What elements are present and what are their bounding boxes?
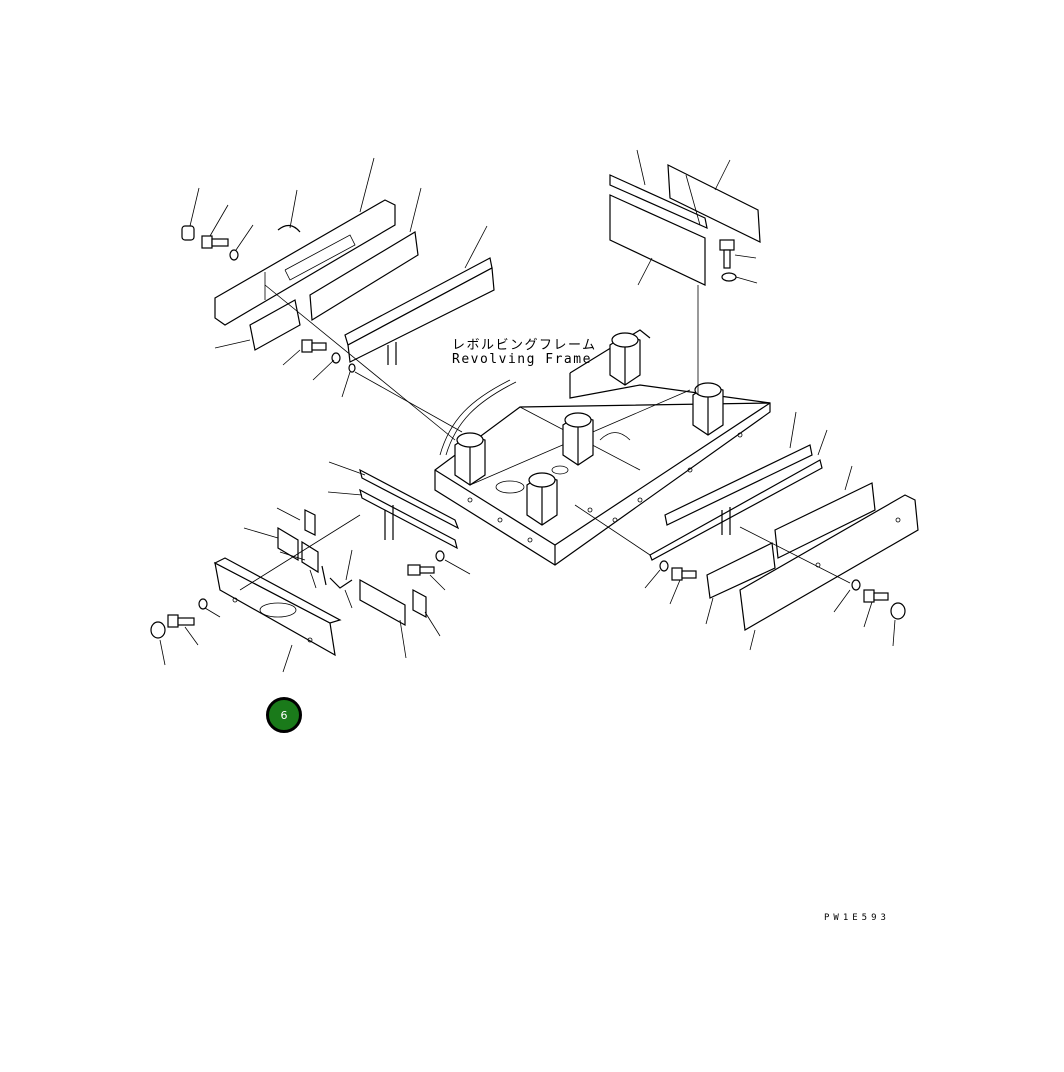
frame-boss-5 (692, 382, 724, 436)
frame-boss-1 (454, 432, 486, 486)
callout-badge[interactable]: 6 (266, 697, 302, 733)
callout-number: 6 (280, 708, 288, 722)
lower-right-assembly (574, 411, 919, 651)
bolt-upper-left (201, 235, 229, 249)
bolt-lower-left (167, 614, 195, 628)
frame-boss-3 (526, 472, 558, 526)
bolt-lower-right-2 (863, 589, 889, 603)
drawing-code: PW1E593 (824, 913, 890, 923)
revolving-frame (434, 329, 771, 566)
cap-lower-left (150, 621, 166, 639)
frame-boss-2 (562, 412, 594, 466)
frame-holes (467, 432, 743, 543)
frame-boss-4 (609, 332, 641, 386)
cap-upper-left (181, 225, 195, 241)
bolt-lower-mid (407, 564, 435, 576)
bolt-upper-mid (301, 339, 327, 353)
frame-label-en: Revolving Frame (452, 352, 592, 367)
bolt-upper-right (719, 239, 735, 269)
upper-left-assembly (181, 157, 495, 441)
frame-label-jp: レボルビングフレーム (452, 338, 597, 353)
lower-left-assembly (150, 461, 471, 673)
cap-lower-right (890, 602, 906, 620)
bolt-lower-right-1 (671, 567, 697, 581)
upper-right-assembly (609, 149, 761, 395)
